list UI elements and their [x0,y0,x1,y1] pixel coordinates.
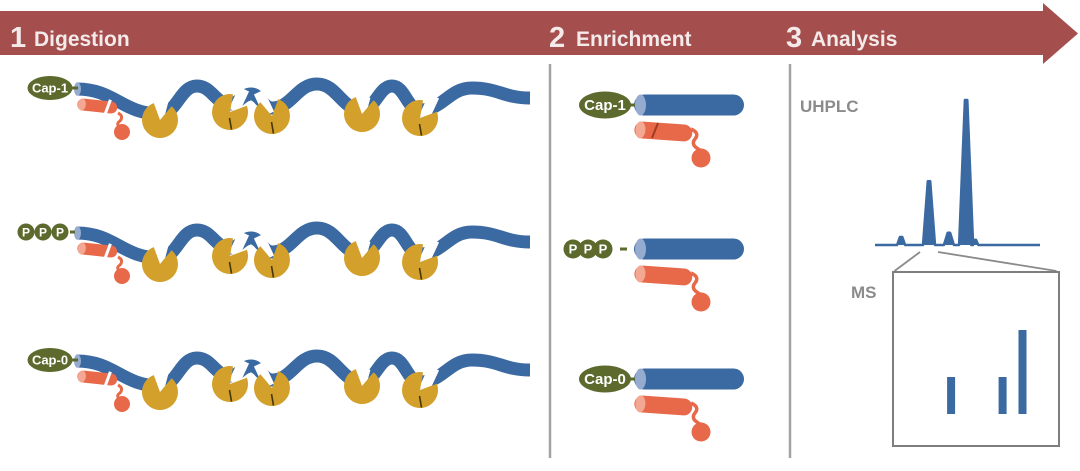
step-3-label: Analysis [811,28,897,51]
cap-linker [71,358,78,362]
banner-arrowhead-icon [1043,3,1078,64]
p-circle [34,223,52,241]
cap-linker [620,247,627,251]
p-text: P [584,242,593,257]
digestion-row-ppp: P P P [17,223,531,285]
banner-arrow: 1 Digestion 2 Enrichment 3 Analysis [0,3,1078,64]
p-circle [17,223,35,241]
uhplc-trace [875,98,1040,247]
cap1-text: Cap-1 [32,81,68,96]
ms-bar [947,377,956,414]
p-text: P [599,242,608,257]
p-text: P [56,225,64,239]
p-text: P [22,225,30,239]
cap0-text: Cap-0 [32,353,68,368]
step-1-number: 1 [10,22,26,54]
enriched-fragment-cap1 [632,92,746,170]
step-2-label: Enrichment [576,28,692,51]
step-1-label: Digestion [34,28,130,51]
cap1-text: Cap-1 [584,97,626,114]
p-circle [51,223,69,241]
p-circle [578,239,598,259]
cap-linker [629,377,635,381]
banner-bar [0,11,1043,55]
enrichment-row-cap0: Cap-0 [579,365,746,444]
cap-linker [70,230,75,234]
cap-linker [629,103,635,107]
step-3-number: 3 [786,22,802,54]
digested-strand-cap0 [74,354,530,412]
enrichment-row-ppp: P P P [563,236,746,314]
cap0-text: Cap-0 [584,371,626,388]
ms-label: MS [851,283,877,302]
digestion-row-cap1: Cap-1 [27,76,531,140]
uhplc-label: UHPLC [800,97,859,116]
enriched-fragment-ppp [632,236,746,314]
ms-bar [1018,330,1027,414]
ms-bars [947,330,1027,414]
zoom-funnel-left [893,251,921,272]
digestion-section: Cap-1 P P P Cap-0 [17,76,531,412]
digested-strand-cap1 [74,82,530,140]
cap1-label-badge: Cap-1 [579,91,635,119]
ppp-label-badge: P P P [17,223,75,241]
cap-linker [71,86,78,90]
ppp-label-badge: P P P [563,239,627,259]
ms-bar [998,377,1007,414]
digested-strand-ppp [74,226,530,284]
enrichment-row-cap1: Cap-1 [579,91,746,170]
cap0-label-badge: Cap-0 [579,365,635,393]
cap1-ellipse [579,91,631,119]
p-text: P [569,242,578,257]
step-2-number: 2 [549,22,565,54]
cap0-ellipse [27,348,73,372]
cap0-label-badge: Cap-0 [27,348,78,372]
cap1-ellipse [27,76,73,100]
digestion-row-cap0: Cap-0 [27,348,531,412]
analysis-section: UHPLC MS [800,97,1060,447]
uhplc-trace-path [875,98,1040,247]
p-circle [593,239,613,259]
cap1-label-badge: Cap-1 [27,76,78,100]
cap0-ellipse [579,365,631,393]
enriched-fragment-cap0 [632,366,746,444]
ms-box [892,271,1060,447]
probe-nick [651,122,659,139]
enrichment-section: Cap-1 P P P Cap-0 [563,91,746,444]
zoom-funnel-right [937,251,1057,272]
p-text: P [39,225,47,239]
p-circle [563,239,583,259]
